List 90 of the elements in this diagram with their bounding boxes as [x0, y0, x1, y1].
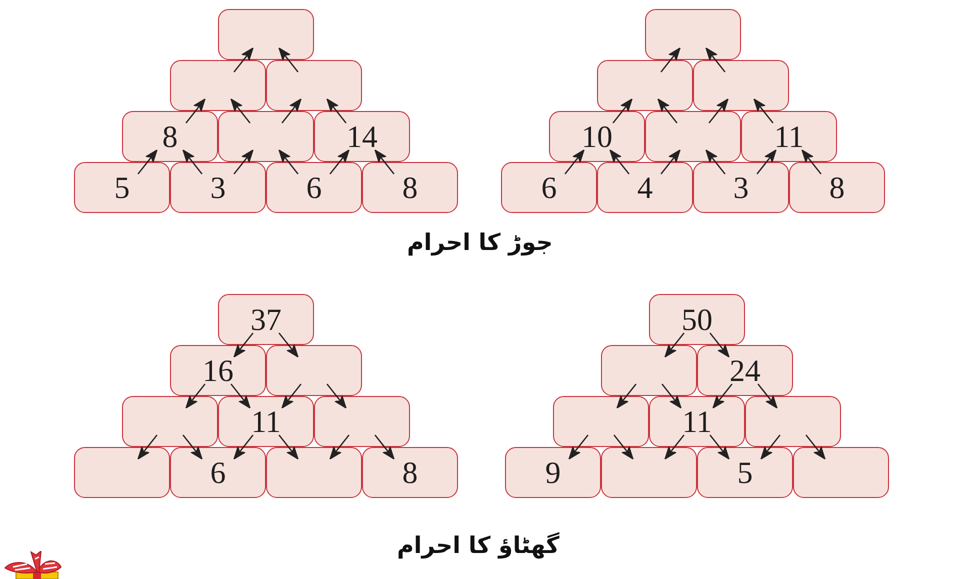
answer-box — [645, 111, 741, 162]
number-box: 8 — [362, 447, 458, 498]
answer-box — [266, 447, 362, 498]
arrow — [805, 434, 826, 460]
arrow — [801, 150, 822, 174]
arrow — [616, 384, 637, 408]
arrow — [326, 98, 347, 124]
arrow — [612, 98, 633, 124]
answer-box — [597, 60, 693, 111]
caption: جوڑ کا احرام — [407, 229, 553, 258]
arrow — [329, 434, 350, 460]
arrow — [137, 150, 158, 174]
arrow — [230, 98, 251, 124]
answer-box — [553, 396, 649, 447]
arrow — [278, 48, 299, 72]
number-box: 11 — [218, 396, 314, 447]
answer-box — [314, 396, 410, 447]
number-box: 10 — [549, 111, 645, 162]
arrow — [705, 150, 726, 174]
arrow — [756, 150, 777, 174]
answer-box — [74, 447, 170, 498]
arrow — [609, 150, 630, 174]
caption: گھٹاؤ کا احرام — [397, 532, 560, 561]
arrow — [278, 332, 299, 358]
answer-box — [601, 345, 697, 396]
arrow — [278, 150, 299, 174]
number-box: 11 — [741, 111, 837, 162]
number-box: 5 — [697, 447, 793, 498]
answer-box — [693, 60, 789, 111]
number-box: 9 — [505, 447, 601, 498]
number-box: 16 — [170, 345, 266, 396]
arrow — [281, 384, 302, 408]
arrow — [233, 150, 254, 174]
answer-box — [218, 111, 314, 162]
arrow — [705, 48, 726, 72]
arrow — [137, 434, 158, 460]
answer-box — [122, 396, 218, 447]
arrow — [281, 98, 302, 124]
arrow — [613, 434, 634, 460]
number-box: 8 — [789, 162, 885, 213]
arrow — [233, 434, 254, 460]
arrow — [709, 332, 730, 358]
arrow — [233, 48, 254, 72]
arrow — [233, 332, 254, 358]
arrow — [660, 150, 681, 174]
number-box: 6 — [501, 162, 597, 213]
number-box: 8 — [362, 162, 458, 213]
number-box: 5 — [74, 162, 170, 213]
arrow — [185, 384, 206, 408]
arrow — [757, 384, 778, 408]
arrow — [664, 332, 685, 358]
number-box: 11 — [649, 396, 745, 447]
arrow — [661, 384, 682, 408]
answer-box — [645, 9, 741, 60]
number-box: 24 — [697, 345, 793, 396]
number-box: 6 — [266, 162, 362, 213]
arrow — [709, 434, 730, 460]
arrow — [182, 150, 203, 174]
arrow — [657, 98, 678, 124]
arrow — [329, 150, 350, 174]
answer-box — [170, 60, 266, 111]
arrow — [374, 150, 395, 174]
arrow — [760, 434, 781, 460]
arrow — [230, 384, 251, 408]
answer-box — [266, 345, 362, 396]
number-box: 3 — [170, 162, 266, 213]
answer-box — [745, 396, 841, 447]
arrow — [712, 384, 733, 408]
answer-box — [266, 60, 362, 111]
number-box: 6 — [170, 447, 266, 498]
answer-box — [601, 447, 697, 498]
number-box: 3 — [693, 162, 789, 213]
arrow — [660, 48, 681, 72]
arrow — [185, 98, 206, 124]
number-box: 37 — [218, 294, 314, 345]
arrow — [374, 434, 395, 460]
arrow — [278, 434, 299, 460]
number-box: 4 — [597, 162, 693, 213]
arrow — [182, 434, 203, 460]
arrow — [664, 434, 685, 460]
arrow — [326, 384, 347, 408]
arrow — [708, 98, 729, 124]
arrow — [568, 434, 589, 460]
answer-box — [793, 447, 889, 498]
arrow — [564, 150, 585, 174]
number-box: 8 — [122, 111, 218, 162]
answer-box — [218, 9, 314, 60]
arrow — [753, 98, 774, 124]
number-box: 50 — [649, 294, 745, 345]
number-box: 14 — [314, 111, 410, 162]
